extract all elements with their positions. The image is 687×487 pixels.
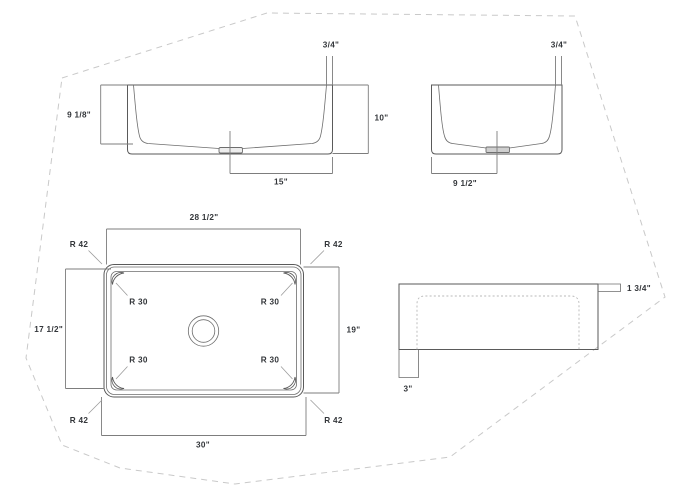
section-return-leg: [398, 349, 419, 378]
front-sink-outline: [127, 84, 333, 155]
front-bowl-depth-dim: [100, 84, 133, 145]
dim-label-plan-overall-length: 19": [347, 326, 361, 335]
radius-label-r30-top-right: R 30: [261, 298, 280, 307]
plan-outer-outline: [103, 264, 304, 398]
side-bowl-right-wall: [509, 84, 556, 149]
leader-r30-top-right: [280, 282, 293, 296]
leader-r42-bottom-left: [88, 399, 103, 414]
side-elevation-view: 3/4" 9 1/2": [431, 41, 567, 188]
side-bowl-left-wall: [438, 84, 487, 149]
radius-label-r42-top-right: R 42: [324, 240, 343, 249]
dim-label-side-apron-thickness: 3/4": [551, 41, 567, 50]
front-bowl-left-wall: [133, 84, 220, 149]
section-body-outline: [398, 283, 599, 350]
plan-rim-outline: [106, 266, 302, 395]
side-sink-outline: [431, 84, 563, 155]
dim-label-section-flange: 1 3/4": [627, 284, 651, 293]
dim-label-front-drain-offset: 15": [274, 178, 288, 187]
sheet-border-polygon: [25, 12, 666, 485]
radius-label-r30-bottom-left: R 30: [129, 356, 148, 365]
plan-corner-fillet-bottom-right: [283, 376, 296, 390]
plan-drain-outer-circle: [187, 315, 220, 347]
dim-label-plan-bowl-width: 28 1/2": [190, 213, 219, 222]
plan-bowl-outline: [110, 271, 297, 391]
plan-drain-inner-circle: [191, 319, 216, 343]
front-bowl-right-wall: [242, 84, 327, 149]
side-drain-offset-dim: [431, 131, 498, 174]
front-drain: [218, 147, 243, 154]
front-drain-offset-dim: [229, 131, 333, 174]
leader-r30-bottom-left: [115, 366, 128, 380]
dim-label-front-overall-height: 10": [375, 114, 389, 123]
section-hidden-bowl: [416, 295, 580, 350]
plan-corner-fillet-bottom-left: [111, 376, 125, 390]
front-elevation-view: 9 1/8" 10" 3/4" 15": [67, 41, 388, 187]
plan-bowl-length-dim: [65, 268, 111, 389]
dim-label-front-apron-thickness: 3/4": [323, 41, 339, 50]
plan-bowl-width-dim: [106, 228, 301, 265]
section-view: 1 3/4" 3": [398, 283, 651, 394]
side-wall-thickness-lines: [555, 56, 562, 85]
leader-r30-top-left: [115, 282, 128, 296]
radius-label-r42-bottom-right: R 42: [324, 416, 343, 425]
radius-label-r42-bottom-left: R 42: [70, 416, 89, 425]
front-overall-height-dim: [332, 84, 369, 154]
radius-label-r42-top-left: R 42: [70, 240, 89, 249]
dim-label-plan-overall-width: 30": [196, 441, 210, 450]
plan-overall-length-dim: [303, 266, 340, 394]
plan-corner-fillet-top-left: [111, 272, 125, 285]
leader-r42-bottom-right: [310, 399, 325, 414]
front-wall-thickness-lines: [326, 56, 333, 85]
radius-label-r30-top-left: R 30: [129, 298, 148, 307]
leader-r42-top-left: [88, 250, 103, 265]
plan-overall-width-dim: [101, 397, 307, 436]
side-drain: [485, 146, 510, 153]
dim-label-side-drain-offset: 9 1/2": [453, 179, 477, 188]
leader-r30-bottom-right: [280, 366, 293, 380]
section-flange-tab: [598, 283, 621, 292]
dim-label-plan-bowl-length: 17 1/2": [34, 325, 63, 334]
plan-corner-fillet-top-right: [283, 272, 296, 285]
dim-label-front-bowl-depth: 9 1/8": [67, 111, 91, 120]
dim-label-section-return: 3": [403, 385, 412, 394]
radius-label-r30-bottom-right: R 30: [261, 356, 280, 365]
plan-view: 28 1/2" 30" 17 1/2" 19" R 42 R 42 R 42 R…: [34, 213, 360, 450]
leader-r42-top-right: [310, 250, 325, 265]
